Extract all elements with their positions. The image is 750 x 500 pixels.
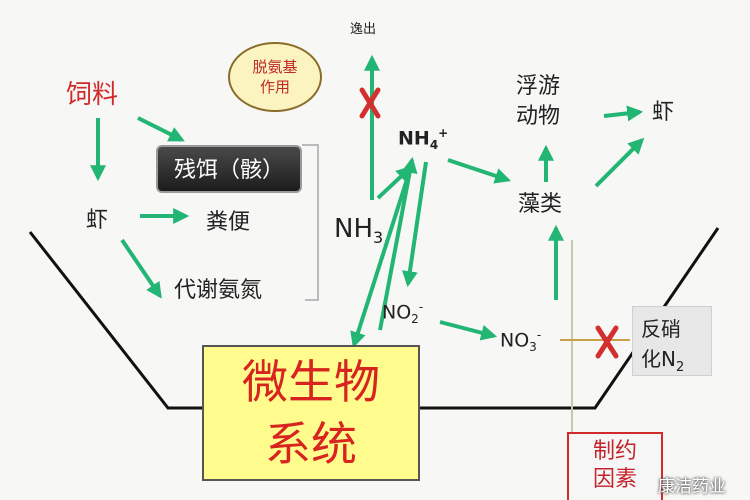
shrimp-left-label: 虾: [86, 208, 109, 233]
bubble-line1: 脱氨基: [252, 58, 298, 76]
no2-text: NO: [382, 301, 412, 324]
arrow-micro-nh4: [378, 156, 418, 331]
plankton-line2: 动物: [516, 104, 561, 129]
no3-text: NO: [500, 329, 530, 352]
restricting-factors-box: 制约 因素: [567, 432, 663, 500]
no3-sup: -: [536, 328, 542, 342]
plankton-line1: 浮游: [516, 74, 561, 99]
no3-sub: 3: [529, 340, 537, 355]
pond-outline-right: [420, 227, 720, 410]
micro-line1: 微生物: [242, 355, 380, 409]
denit-line2-text: 化N: [641, 347, 676, 371]
nh4-label: NH4+: [398, 126, 448, 152]
arrow-nh4-no2: [401, 161, 428, 288]
denit-line2: 化N2: [641, 343, 684, 375]
nh4-sub: 4: [429, 138, 439, 153]
cross-denit: [595, 325, 619, 359]
shrimp-right-label: 虾: [652, 100, 675, 125]
pond-outline: [28, 231, 202, 410]
plankton-label: 浮游 动物: [516, 72, 560, 132]
arrow-no2-no3: [439, 320, 498, 341]
arrow-nh3-nh4: [376, 165, 413, 200]
no2-label: NO2-: [382, 300, 423, 326]
source-bracket: [302, 144, 319, 301]
arrow-nh4-micro: [350, 169, 412, 349]
microbial-system-box: 微生物 系统: [202, 345, 420, 481]
nh3-label: NH3: [334, 214, 383, 247]
no2-sub: 2: [411, 312, 419, 327]
denit-line1: 反硝: [641, 317, 681, 341]
restrict-line1: 制约: [592, 439, 637, 464]
deamination-bubble: 脱氨基 作用: [228, 42, 322, 112]
bubble-line2: 作用: [259, 78, 290, 96]
arrow-nh4-algae: [447, 158, 512, 184]
residue-box: 残饵（骸）: [156, 145, 302, 193]
denit-sub: 2: [675, 360, 685, 375]
micro-line2: 系统: [265, 417, 357, 471]
cross-escape: [359, 87, 381, 119]
escape-label: 逸出: [350, 22, 377, 37]
feces-label: 粪便: [206, 210, 251, 235]
restrict-line2: 因素: [592, 467, 637, 492]
arrow-plankton-shrimp: [603, 105, 644, 122]
nh4-sup: +: [438, 126, 449, 140]
no2-sup: -: [418, 300, 424, 314]
nh3-text: NH: [334, 214, 373, 244]
feed-label: 饲料: [66, 80, 119, 110]
nh3-sub: 3: [373, 228, 384, 248]
arrow-feed-residue: [137, 116, 185, 142]
nh4-text: NH: [398, 127, 430, 150]
metabolic-n-label: 代谢氨氮: [174, 278, 263, 303]
arrow-algae-shrimp: [594, 137, 645, 188]
watermark: 康洁药业: [658, 477, 726, 497]
arrow-shrimp-metabolic: [120, 238, 162, 299]
denitrification-box: 反硝 化N2: [632, 306, 712, 376]
algae-label: 藻类: [518, 192, 563, 217]
no3-label: NO3-: [500, 328, 541, 354]
